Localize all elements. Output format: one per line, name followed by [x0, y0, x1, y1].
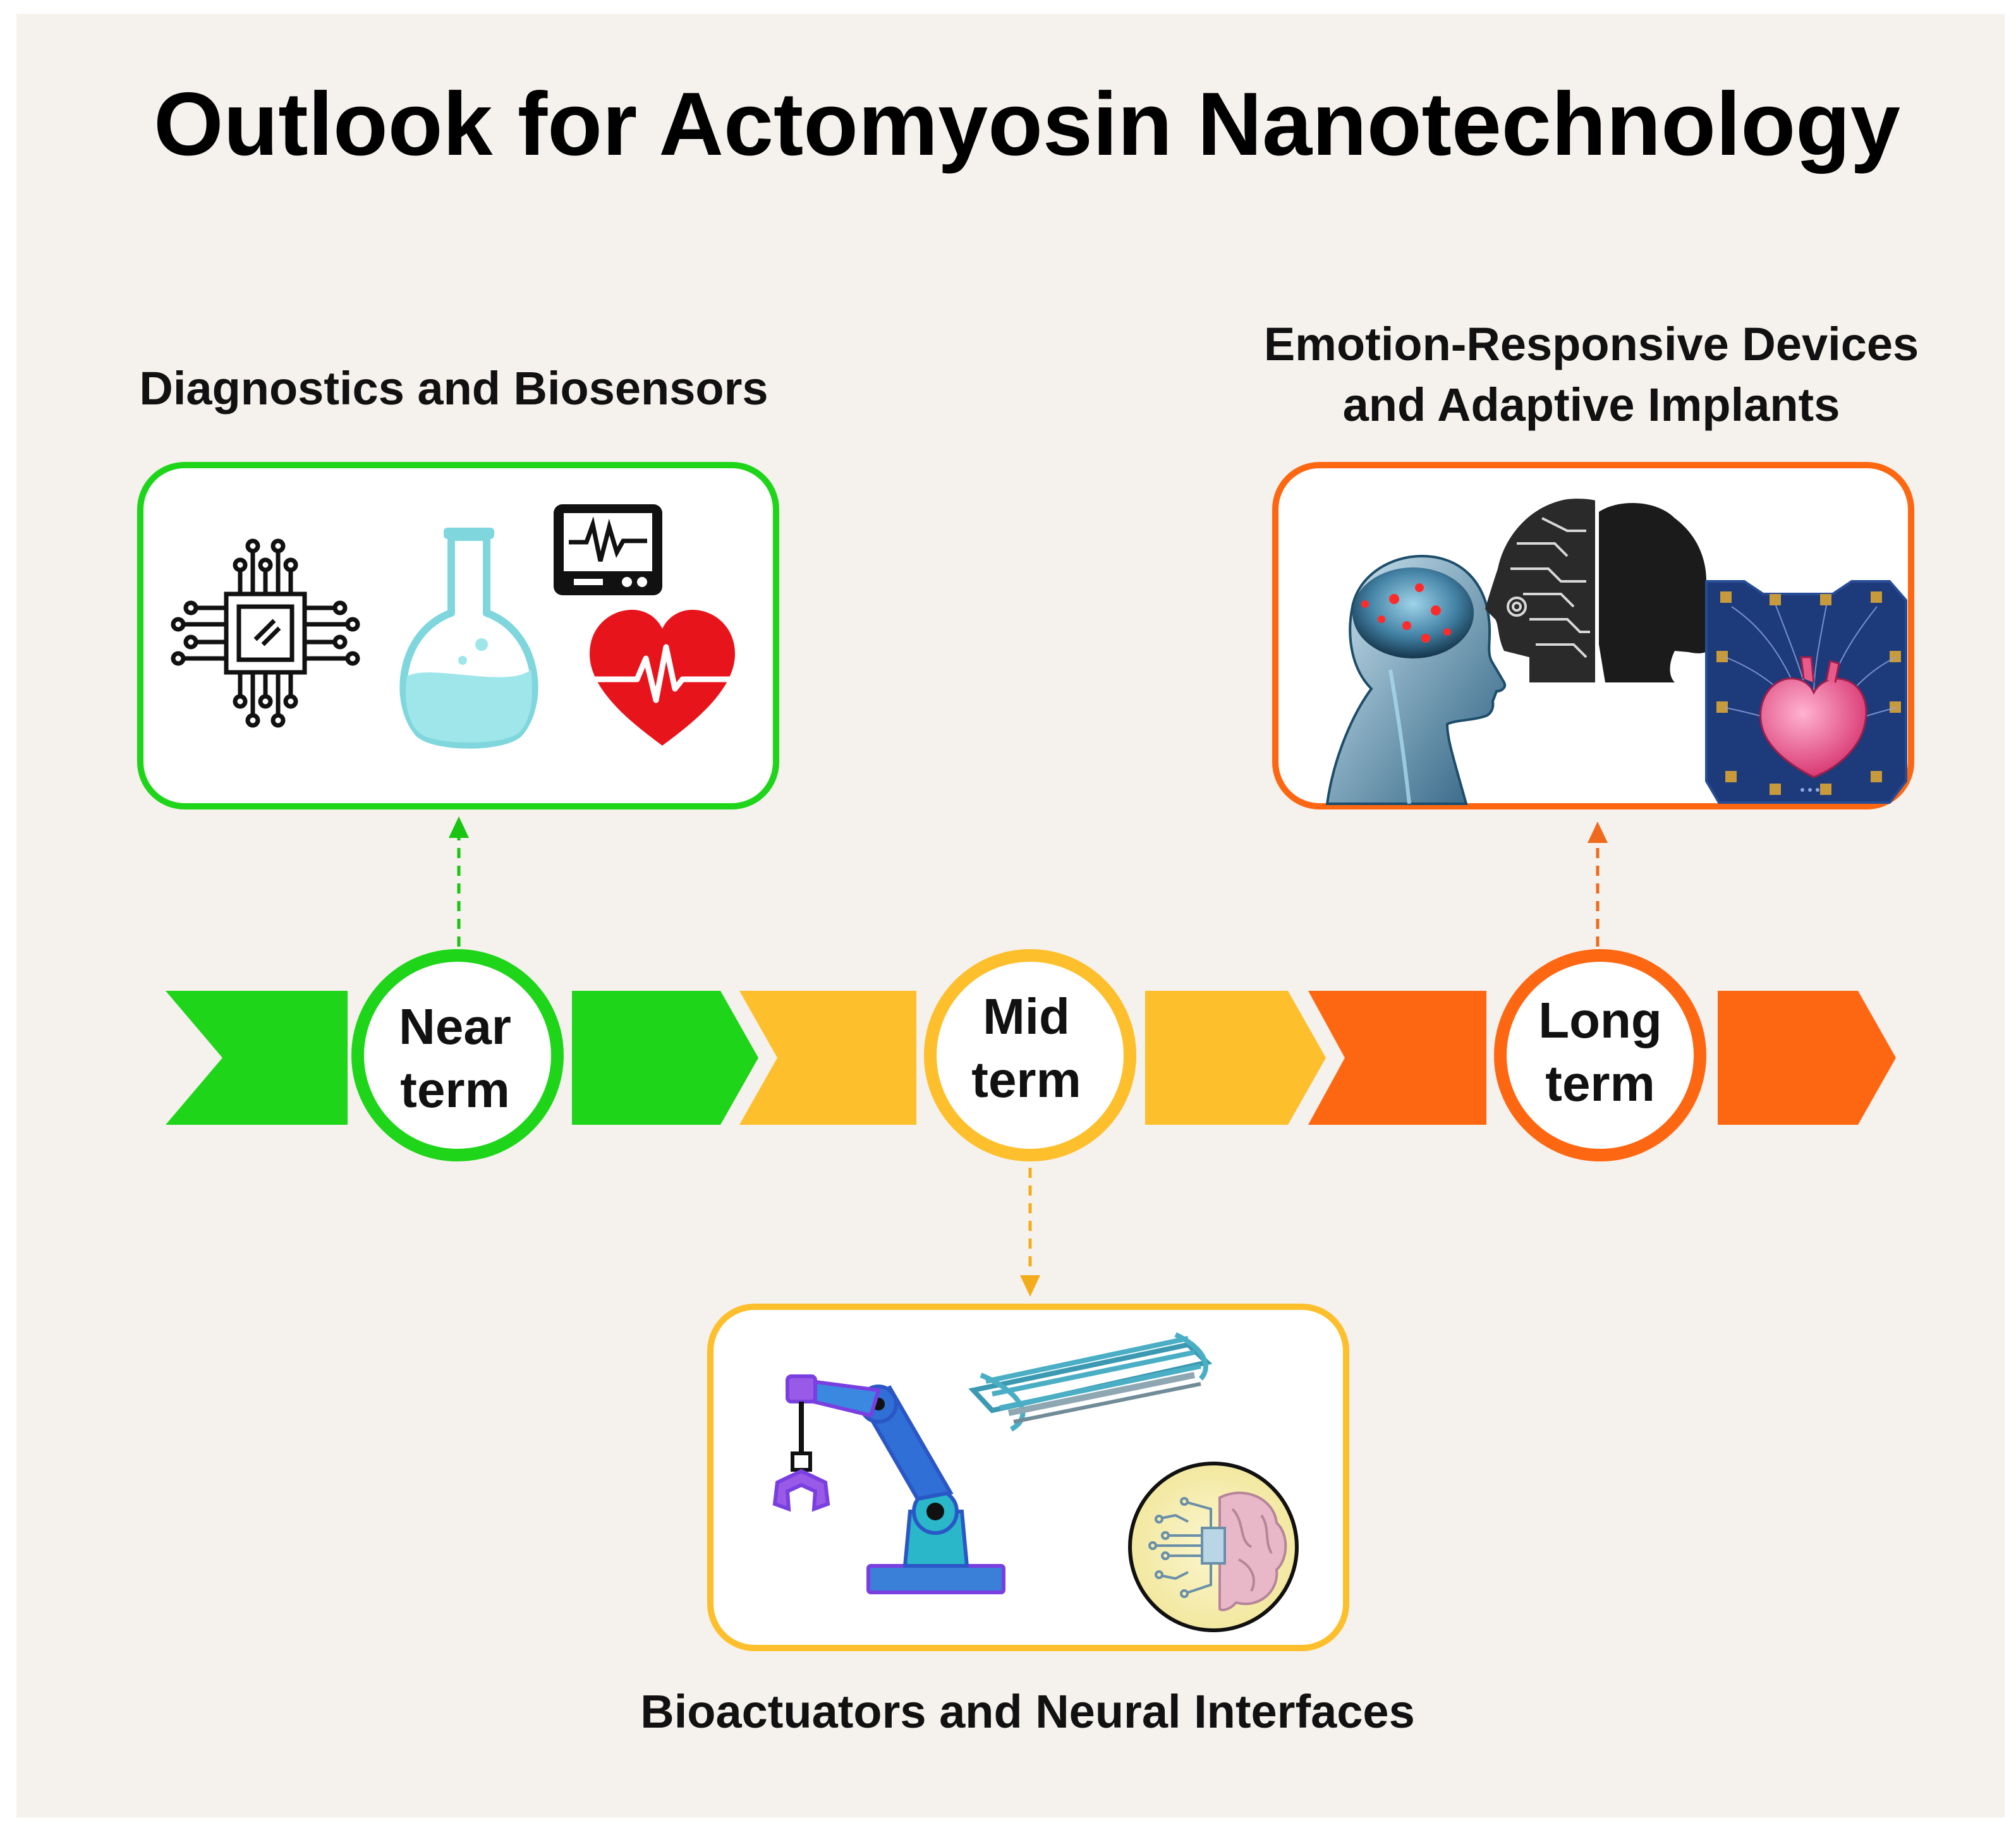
- heart-implant-image: [1705, 580, 1907, 804]
- timeline: Near term Mid term Long term: [166, 947, 1896, 1164]
- near-term-node: Near term: [349, 947, 566, 1164]
- actuator-mesh-icon: [968, 1332, 1213, 1432]
- near-term-label-line2: term: [400, 1062, 509, 1118]
- mid-term-label-line2: term: [971, 1051, 1081, 1108]
- near-chevron-right: [572, 991, 758, 1125]
- long-term-label-line2: term: [1545, 1055, 1655, 1112]
- long-term-arrowhead: [1588, 821, 1608, 843]
- flask-icon: [399, 528, 538, 749]
- mid-term-panel: [707, 1304, 1349, 1651]
- mid-term-caption: Bioactuators and Neural Interfaces: [640, 1685, 1414, 1738]
- long-term-node: Long term: [1491, 947, 1709, 1164]
- long-chevron-left: [1308, 991, 1486, 1125]
- brain-circuit-icon: [1128, 1462, 1299, 1632]
- mid-chevron-right: [1145, 991, 1326, 1125]
- near-term-caption: Diagnostics and Biosensors: [139, 362, 768, 415]
- monitor-ecg-icon: [554, 504, 662, 595]
- near-term-panel: [137, 462, 779, 809]
- heart-pulse-icon: [590, 610, 735, 746]
- robotic-arm-icon: [772, 1374, 1005, 1594]
- human-brain-image: [1325, 554, 1506, 805]
- mid-term-node: Mid term: [921, 947, 1139, 1164]
- mid-term-label-line1: Mid: [983, 988, 1070, 1045]
- ai-human-heads-image: [1485, 499, 1726, 682]
- long-term-caption-line1: Emotion-Responsive Devices: [1264, 318, 1919, 370]
- mid-term-arrowhead: [1020, 1275, 1040, 1297]
- figure-title: Outlook for Actomyosin Nanotechnology: [154, 74, 1900, 174]
- long-term-panel: [1272, 462, 1914, 809]
- long-term-caption-line2: and Adaptive Implants: [1343, 379, 1840, 431]
- near-chevron-left: [166, 991, 348, 1125]
- near-term-label-line1: Near: [399, 998, 511, 1055]
- long-chevron-right: [1718, 991, 1896, 1125]
- microchip-icon: [171, 538, 360, 728]
- near-term-arrowhead: [449, 816, 469, 838]
- long-term-label-line1: Long: [1538, 992, 1661, 1048]
- mid-chevron-left: [739, 991, 916, 1125]
